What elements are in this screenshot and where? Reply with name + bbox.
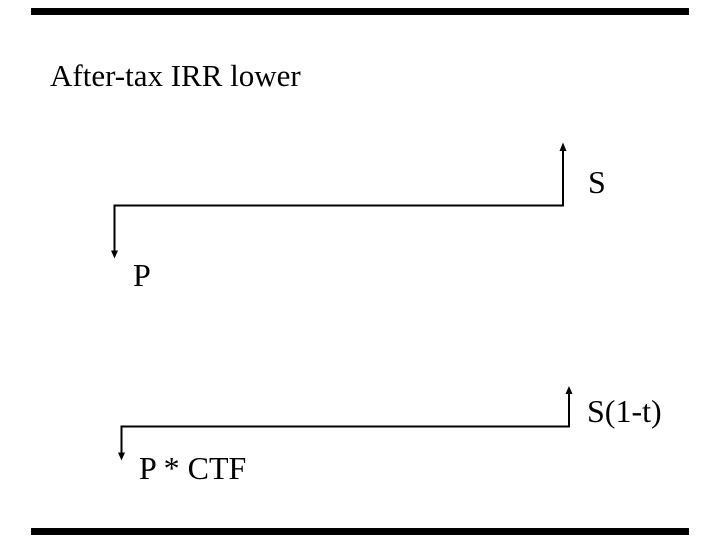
after-tax-step-line	[120, 390, 570, 456]
after-tax-diagram	[118, 386, 573, 461]
arrow-down-icon	[111, 250, 118, 259]
inflow-label-s1t: S(1-t)	[587, 393, 662, 429]
slide-title: After-tax IRR lower	[50, 58, 301, 93]
arrow-up-icon	[565, 386, 573, 394]
top-border-bar	[31, 8, 689, 15]
before-tax-step-line	[113, 146, 564, 254]
inflow-label-s: S	[588, 164, 606, 200]
before-tax-diagram	[111, 142, 567, 259]
outflow-label-pctf: P * CTF	[139, 450, 247, 486]
arrow-up-icon	[559, 142, 567, 151]
outflow-label-p: P	[133, 257, 151, 293]
arrow-down-icon	[118, 452, 125, 461]
bottom-border-bar	[31, 528, 689, 535]
